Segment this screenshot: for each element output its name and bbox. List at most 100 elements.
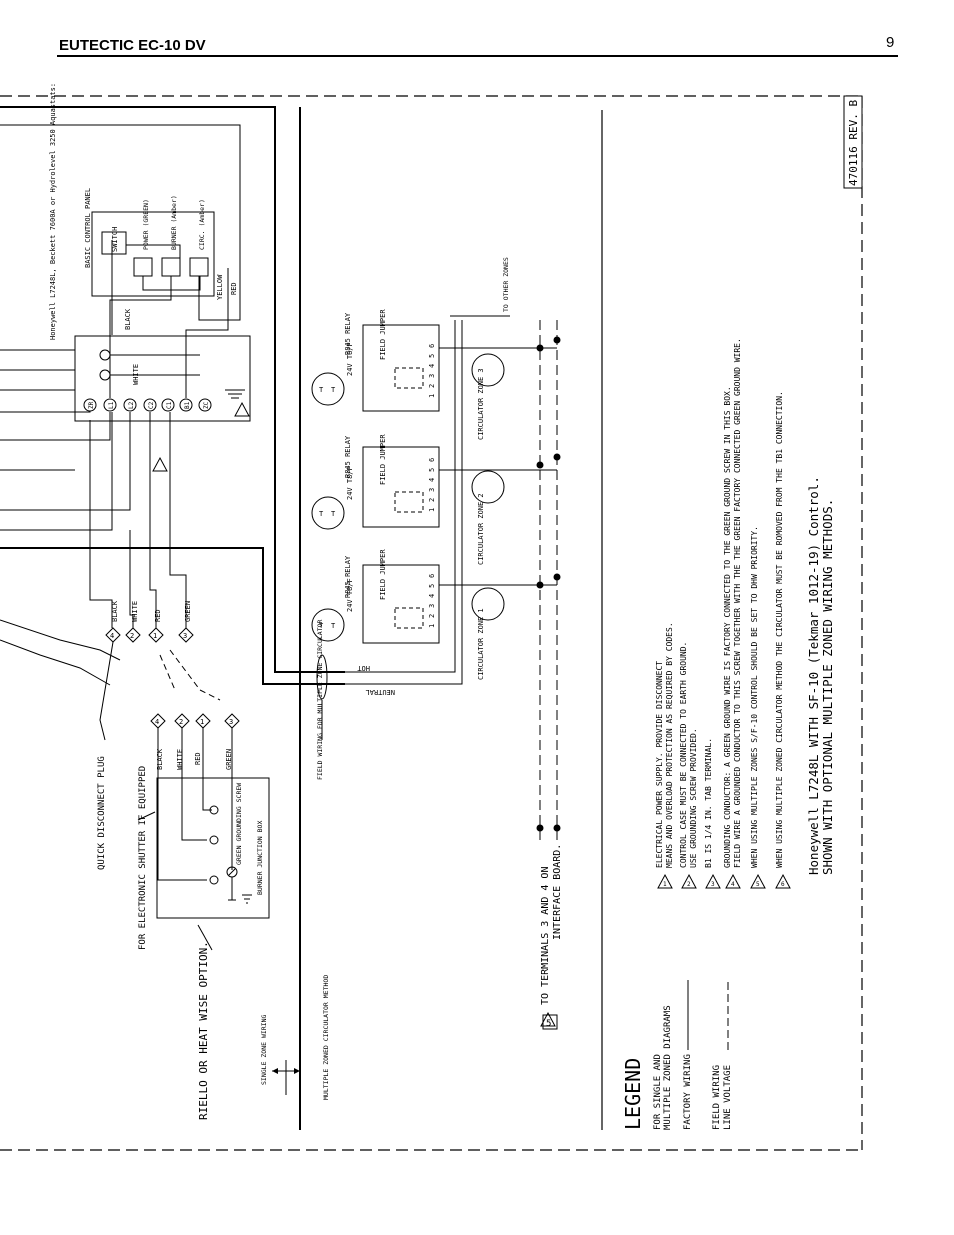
plug-wire-red: RED <box>154 609 162 622</box>
terminal-c1: C1 <box>166 401 173 409</box>
legend-factory-wiring: FACTORY WIRING <box>683 1054 693 1130</box>
quick-disconnect-plug: 4 2 1 3 BLACK WHITE RED GREEN QUICK DISC… <box>97 600 221 870</box>
drawing-title-line1: Honeywell L7248L WITH SF-10 (Tekmar 1012… <box>806 476 821 875</box>
note3-line1: B1 IS 1/4 IN. TAB TERMINAL. <box>704 738 713 868</box>
zone1-tstat: 24V T8/F <box>346 578 354 612</box>
legend-notes: 1 ELECTRICAL POWER SUPPLY. PROVIDE DISCO… <box>655 338 791 889</box>
zone3-relay: R845 RELAY <box>344 312 352 355</box>
zone3-tstat: 24V T8/F <box>346 342 354 376</box>
revision-label: 470116 REV. B <box>847 100 860 186</box>
zone3-jumper: FIELD JUMPER <box>379 309 387 360</box>
jb-pin-1: 1 <box>200 718 204 726</box>
note4-line1: GROUNDING CONDUCTOR: A GREEN GROUND WIRE… <box>723 386 732 868</box>
wire-yellow-label: YELLOW <box>216 274 224 300</box>
note3-symbol <box>152 457 168 472</box>
terminal-l2: L2 <box>128 401 135 409</box>
interface-line1: TO TERMINALS 3 AND 4 ON <box>540 867 551 1005</box>
z1-term-2: 2 <box>428 614 436 618</box>
zone-relays: T T 24V T8/F R845 RELAY FIELD JUMPER CIR… <box>311 309 505 680</box>
zone3-circ: CIRCULATOR ZONE 3 <box>477 368 485 440</box>
aquastat-terminal-block: Honeywell L7248L, Beckett 7600A or Hydro… <box>49 83 251 422</box>
wiring-method-arrows: SINGLE ZONE WIRING MULTIPLE ZONED CIRCUL… <box>260 975 330 1100</box>
zone2-tstat-t1: T <box>319 510 324 518</box>
zone1-circ: CIRCULATOR ZONE 1 <box>477 608 485 680</box>
note1-num: 1 <box>663 881 667 888</box>
control-panel-label: BASIC CONTROL PANEL <box>84 188 92 268</box>
zone2-relay: R845 RELAY <box>344 435 352 478</box>
zone-bus: TO OTHER ZONES <box>439 257 561 840</box>
drawing-title: Honeywell L7248L WITH SF-10 (Tekmar 1012… <box>806 476 835 875</box>
page-header-title: EUTECTIC EC-10 DV <box>59 37 206 54</box>
z3-term-6: 6 <box>428 344 436 348</box>
relay-terminal-numbers: 1 2 3 4 5 6 1 2 3 4 5 6 1 2 3 4 5 6 <box>428 344 436 628</box>
note1-line2: MEANS AND OVERLOAD PROTECTION AS REQUIRE… <box>665 622 674 868</box>
terminal-l1: L1 <box>108 401 115 409</box>
note6-num: 6 <box>781 881 785 888</box>
z2-term-6: 6 <box>428 458 436 462</box>
z3-term-2: 2 <box>428 384 436 388</box>
field-wiring-label: FIELD WIRING FOR MULTIPLE ZONE CIRCULATO… <box>316 619 324 780</box>
power-boundary <box>0 106 603 1130</box>
wire-red-label: RED <box>230 282 238 295</box>
burner-junction-box: 4 2 1 3 BLACK WHITE RED GREEN GREEN GROU… <box>137 713 270 1120</box>
interface-symbol: 5 <box>546 1019 551 1029</box>
jb-wire-red: RED <box>194 752 202 765</box>
legend-field-wiring: FIELD WIRING <box>712 1065 722 1130</box>
note5-line1: WHEN USING MULTIPLE ZONES S/F-10 CONTROL… <box>750 526 759 868</box>
note5-num: 5 <box>756 881 760 888</box>
burner-option-label: RIELLO OR HEAT WISE OPTION. <box>197 941 210 1120</box>
jb-pin-2: 2 <box>179 718 183 726</box>
light-burner-label: BURNER (Amber) <box>170 195 178 250</box>
note3-num: 3 <box>711 881 715 888</box>
legend: LEGEND FOR SINGLE AND MULTIPLE ZONED DIA… <box>621 980 733 1130</box>
plug-pin-1: 1 <box>153 632 157 640</box>
legend-line-voltage: LINE VOLTAGE <box>723 1065 733 1130</box>
z2-term-4: 4 <box>428 478 436 482</box>
jb-wire-green: GREEN <box>225 749 233 770</box>
note4-num: 4 <box>731 881 735 888</box>
hot-label: HOT <box>357 664 370 672</box>
plug-wire-green: GREEN <box>184 601 192 622</box>
z2-term-2: 2 <box>428 498 436 502</box>
zone1-tstat-t2: T <box>331 622 336 630</box>
plug-wire-white: WHITE <box>131 601 139 622</box>
z3-term-1: 1 <box>428 394 436 398</box>
z1-term-5: 5 <box>428 584 436 588</box>
zone2-circ: CIRCULATOR ZONE 2 <box>477 493 485 565</box>
ground-symbol <box>225 389 250 417</box>
plug-wire-black: BLACK <box>111 600 119 622</box>
other-zones-label: TO OTHER ZONES <box>502 257 510 312</box>
interface-note: 5 TO TERMINALS 3 AND 4 ON INTERFACE BOAR… <box>540 844 563 1030</box>
note2-line2: USE GROUNDING SCREW PROVIDED. <box>689 728 698 868</box>
interface-line2: INTERFACE BOARD. <box>552 844 563 940</box>
z1-term-1: 1 <box>428 624 436 628</box>
zone3-tstat-t2: T <box>331 386 336 394</box>
basic-control-panel: BASIC CONTROL PANEL SWITCH POWER (GREEN)… <box>84 188 238 385</box>
junction-box-label: BURNER JUNCTION BOX <box>256 821 264 895</box>
z2-term-5: 5 <box>428 468 436 472</box>
z3-term-4: 4 <box>428 364 436 368</box>
note6-line1: WHEN USING MULTIPLE ZONED CIRCULATOR MET… <box>775 391 784 868</box>
drawing-border <box>0 95 863 1151</box>
jb-pin-4: 4 <box>155 718 159 726</box>
revision-box: 470116 REV. B <box>843 95 863 189</box>
z1-term-3: 3 <box>428 604 436 608</box>
note1-line1: ELECTRICAL POWER SUPPLY. PROVIDE DISCONN… <box>655 661 664 868</box>
legend-title: LEGEND <box>621 1058 645 1130</box>
note4-line2: FIELD WIRE A GROUNDED CONDUCTOR TO THIS … <box>733 338 742 868</box>
zone2-jumper: FIELD JUMPER <box>379 434 387 485</box>
zone1-relay: R845 RELAY <box>344 555 352 598</box>
zone1-tstat-t1: T <box>319 622 324 630</box>
terminal-b1: B1 <box>184 401 191 409</box>
z3-term-3: 3 <box>428 374 436 378</box>
wire-white-label: WHITE <box>132 364 140 385</box>
legend-subtitle1: FOR SINGLE AND <box>653 1054 663 1130</box>
jb-wire-white: WHITE <box>176 749 184 770</box>
terminal-zr: ZR <box>88 401 95 409</box>
terminal-c2: C2 <box>148 401 155 409</box>
drawing-title-line2: SHOWN WITH OPTIONAL MULTIPLE ZONED WIRIN… <box>820 499 835 875</box>
switch-label: SWITCH <box>111 227 119 252</box>
multiple-zone-label: MULTIPLE ZONED CIRCULATOR METHOD <box>322 975 330 1100</box>
wire-black-label: BLACK <box>124 308 132 330</box>
shutter-note: FOR ELECTRONIC SHUTTER IF EQUIPPED <box>138 766 148 950</box>
